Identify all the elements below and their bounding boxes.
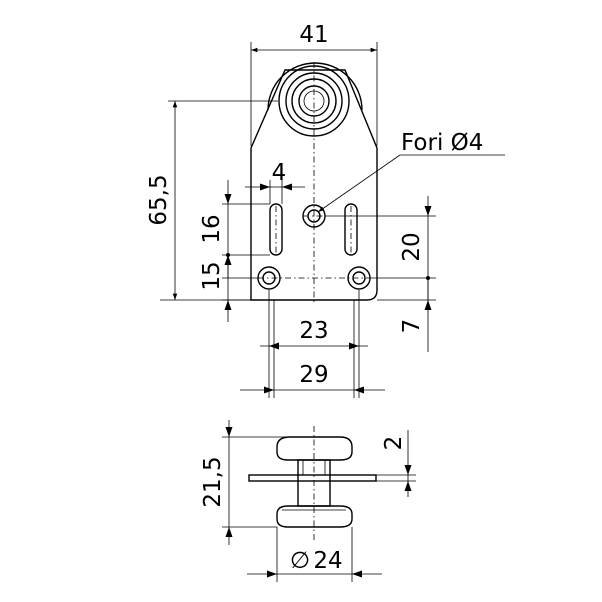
top-wheel (276, 436, 353, 461)
note-holes: Fori Ø4 (401, 130, 483, 156)
dim-hole-15: 15 (199, 261, 225, 290)
plate-top-arc (267, 62, 363, 111)
top-view (250, 62, 378, 305)
dim-spacing-23: 23 (299, 318, 328, 344)
left-slot (269, 203, 283, 256)
plate-outline (250, 69, 378, 301)
dim-base-29: 29 (299, 362, 328, 388)
side-plate (248, 474, 377, 482)
bearing-mid (285, 72, 343, 130)
top-view-dimensions: 41 65,5 16 15 4 Fori Ø4 (146, 22, 505, 398)
right-slot (344, 203, 358, 256)
dim-side-height-21-5: 21,5 (200, 456, 226, 507)
dim-plate-thickness-2: 2 (381, 436, 407, 451)
dim-diameter-symbol: ∅ (290, 548, 310, 574)
dim-width-41: 41 (299, 22, 328, 48)
dim-vertical-20: 20 (399, 232, 425, 261)
side-view-dimensions: 21,5 2 ∅ 24 (200, 420, 416, 582)
dim-bottom-7: 7 (399, 319, 425, 334)
bottom-wheel (276, 505, 353, 528)
dim-diameter-24: 24 (313, 548, 342, 574)
dim-height-65-5: 65,5 (146, 174, 172, 225)
side-view (248, 426, 377, 540)
dim-slot-16: 16 (199, 214, 225, 243)
dim-slot-width-4: 4 (272, 160, 287, 186)
